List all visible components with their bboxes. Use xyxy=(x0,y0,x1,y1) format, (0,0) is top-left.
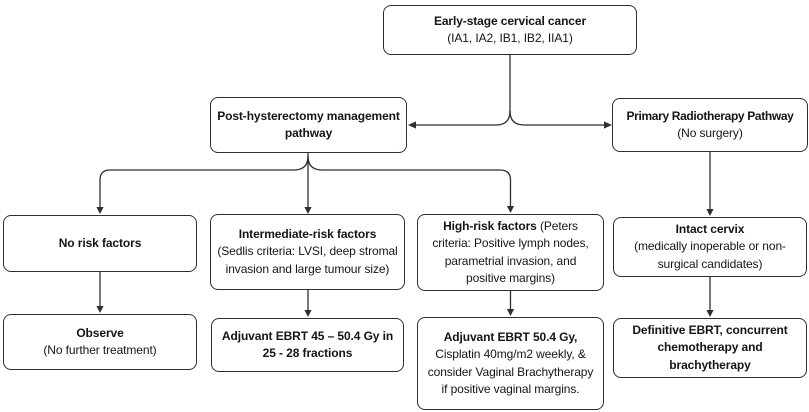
arrowhead xyxy=(304,207,312,214)
node-text: Adjuvant EBRT 50.4 Gy, Cisplatin 40mg/m2… xyxy=(424,329,597,399)
node-intermediate-risk-factors: Intermediate-risk factors (Sedlis criter… xyxy=(210,214,405,290)
edge-post-hysterectomy-to-no-risk xyxy=(99,155,309,207)
edge-early-stage-to-post-hysterectomy xyxy=(416,110,511,126)
arrowhead xyxy=(706,310,714,317)
node-title: Adjuvant EBRT 45 – 50.4 Gy in 25 - 28 fr… xyxy=(221,328,394,360)
arrowhead xyxy=(604,121,612,129)
node-title: Early-stage cervical cancer xyxy=(433,13,587,28)
node-early-stage-cervical-cancer: Early-stage cervical cancer (IA1, IA2, I… xyxy=(383,5,637,55)
arrowhead xyxy=(96,306,104,313)
node-subtitle: (Peters criteria: Positive lymph nodes, … xyxy=(432,218,589,285)
edge-post-hysterectomy-to-high-risk xyxy=(307,155,512,206)
arrowhead xyxy=(506,309,515,316)
node-subtitle: (Sedlis criteria: LVSI, deep stromal inv… xyxy=(217,244,398,276)
arrowhead xyxy=(706,209,714,216)
node-subtitle: (No further treatment) xyxy=(43,343,157,357)
edge-early-stage-to-primary-radiotherapy xyxy=(509,110,604,126)
arrowhead xyxy=(408,121,416,129)
node-title: Primary Radiotherapy Pathway xyxy=(626,108,794,123)
node-intact-cervix: Intact cervix (medically inoperable or n… xyxy=(613,217,807,277)
node-text: High-risk factors (Peters criteria: Posi… xyxy=(424,218,597,288)
node-title: No risk factors xyxy=(58,235,142,250)
node-subtitle: Cisplatin 40mg/m2 weekly, & consider Vag… xyxy=(427,347,594,396)
node-primary-radiotherapy-pathway: Primary Radiotherapy Pathway (No surgery… xyxy=(612,98,808,152)
node-title: Post-hysterectomy management pathway xyxy=(217,108,400,140)
node-subtitle: (IA1, IA2, IB1, IB2, IIA1) xyxy=(447,31,573,45)
node-adjuvant-ebrt-intermediate: Adjuvant EBRT 45 – 50.4 Gy in 25 - 28 fr… xyxy=(211,318,404,372)
node-definitive-ebrt: Definitive EBRT, concurrent chemotherapy… xyxy=(613,318,807,378)
node-observe: Observe (No further treatment) xyxy=(3,314,197,370)
node-no-risk-factors: No risk factors xyxy=(3,215,197,272)
arrowhead xyxy=(304,310,312,317)
node-title: Adjuvant EBRT 50.4 Gy, xyxy=(443,329,578,344)
node-adjuvant-ebrt-high-risk: Adjuvant EBRT 50.4 Gy, Cisplatin 40mg/m2… xyxy=(417,317,604,410)
arrowhead xyxy=(96,207,104,214)
node-title: Intermediate-risk factors xyxy=(238,226,377,241)
node-title: High-risk factors xyxy=(443,218,537,233)
node-post-hysterectomy-pathway: Post-hysterectomy management pathway xyxy=(210,97,407,153)
node-title: Observe xyxy=(76,325,124,340)
node-subtitle: (No surgery) xyxy=(677,126,743,140)
node-title: Definitive EBRT, concurrent chemotherapy… xyxy=(632,322,788,372)
node-subtitle: (medically inoperable or non-surgical ca… xyxy=(634,239,786,271)
arrowhead xyxy=(506,206,515,213)
node-title: Intact cervix xyxy=(675,221,745,236)
node-high-risk-factors: High-risk factors (Peters criteria: Posi… xyxy=(417,214,604,291)
